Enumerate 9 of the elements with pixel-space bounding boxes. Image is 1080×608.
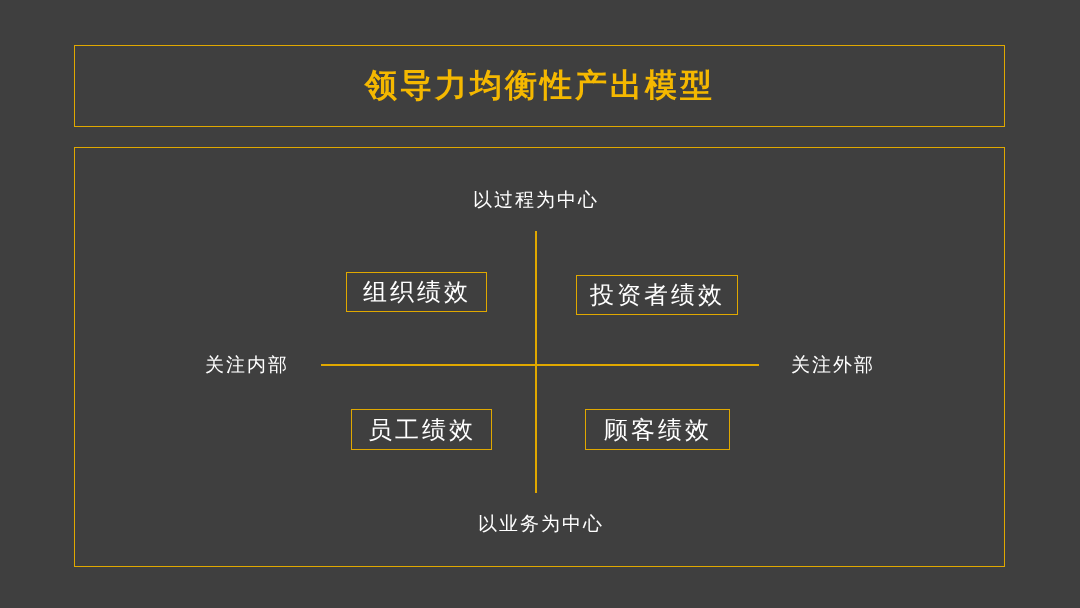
quadrant-box: 组织绩效: [346, 272, 487, 312]
axis-label: 以过程为中心: [473, 187, 599, 212]
title-box: 领导力均衡性产出模型: [74, 45, 1005, 127]
quadrant-box: 投资者绩效: [576, 275, 738, 315]
quadrant-box: 员工绩效: [351, 409, 492, 450]
quadrant-box: 顾客绩效: [585, 409, 730, 450]
axis-label: 关注外部: [791, 352, 875, 377]
axis-label: 关注内部: [205, 352, 289, 377]
axis-label: 以业务为中心: [478, 511, 604, 536]
